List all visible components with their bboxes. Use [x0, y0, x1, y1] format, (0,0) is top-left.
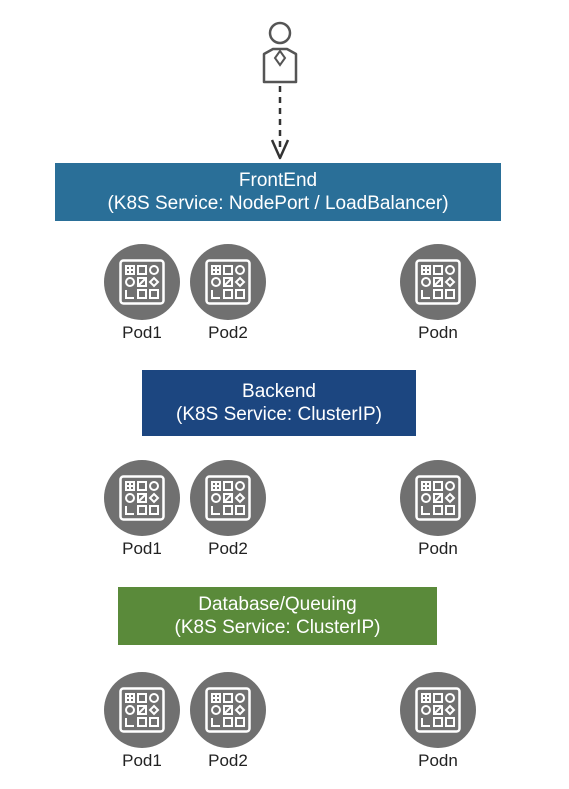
pod-label: Pod2 [208, 539, 248, 558]
frontend-title: FrontEnd [238, 170, 318, 191]
database-pod-1: Pod1 [102, 672, 182, 771]
pod-icon [400, 244, 476, 320]
frontend-service: FrontEnd (K8S Service: NodePort / LoadBa… [55, 163, 501, 221]
database-title: Database/Queuing [198, 594, 357, 615]
frontend-pod-1: Pod1 [102, 244, 182, 343]
pod-label: Pod1 [122, 539, 162, 558]
pod-icon [190, 672, 266, 748]
pod-icon [400, 672, 476, 748]
user-icon [262, 21, 298, 84]
pod-label: Pod2 [208, 751, 248, 770]
backend-subtitle: (K8S Service: ClusterIP) [176, 404, 382, 425]
request-arrow [270, 86, 290, 160]
pod-icon [190, 244, 266, 320]
pod-label: Podn [418, 751, 458, 770]
database-service: Database/Queuing (K8S Service: ClusterIP… [118, 587, 437, 645]
database-pod-n: Podn [398, 672, 478, 771]
frontend-pod-2: Pod2 [188, 244, 268, 343]
pod-label: Pod2 [208, 323, 248, 342]
database-subtitle: (K8S Service: ClusterIP) [174, 617, 381, 638]
frontend-pod-n: Podn [398, 244, 478, 343]
pod-icon [400, 460, 476, 536]
backend-service: Backend (K8S Service: ClusterIP) [142, 370, 416, 436]
pod-label: Podn [418, 323, 458, 342]
pod-label: Podn [418, 539, 458, 558]
pod-icon [190, 460, 266, 536]
pod-icon [104, 460, 180, 536]
backend-pod-1: Pod1 [102, 460, 182, 559]
pod-icon [104, 672, 180, 748]
backend-pod-2: Pod2 [188, 460, 268, 559]
database-pod-2: Pod2 [188, 672, 268, 771]
pod-icon [104, 244, 180, 320]
pod-label: Pod1 [122, 323, 162, 342]
backend-pod-n: Podn [398, 460, 478, 559]
pod-label: Pod1 [122, 751, 162, 770]
frontend-subtitle: (K8S Service: NodePort / LoadBalancer) [107, 193, 449, 214]
backend-title: Backend [242, 381, 316, 402]
